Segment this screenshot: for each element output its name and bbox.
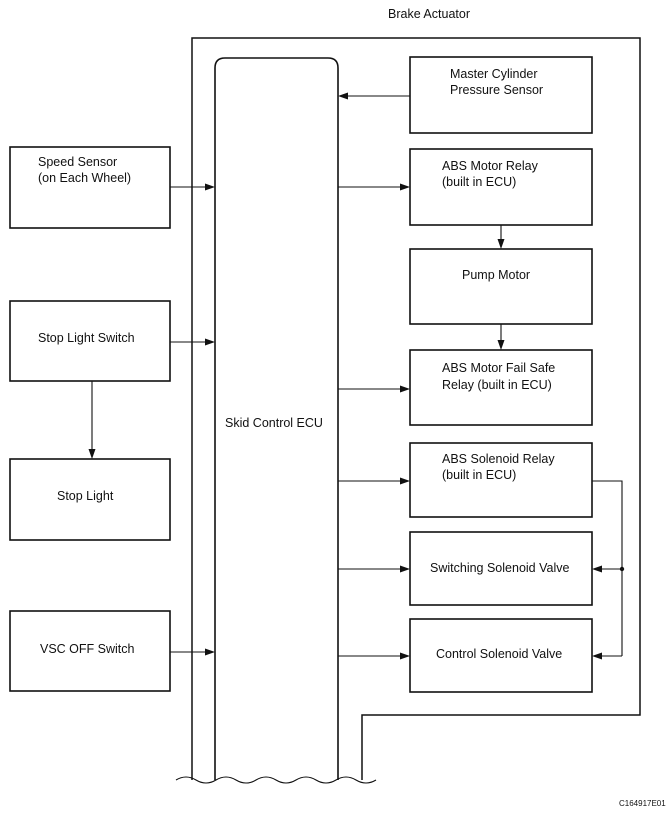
- abs-motor-fail-safe-relay-box: [409, 349, 593, 426]
- switching-solenoid-valve-label: Switching Solenoid Valve: [430, 561, 569, 575]
- solenoid-relay-bus-line: [592, 480, 623, 656]
- abs-solenoid-relay-label-line1: ABS Solenoid Relay: [442, 452, 555, 466]
- abs-solenoid-relay-label-line2: (built in ECU): [442, 468, 516, 482]
- speed-sensor-box: [9, 146, 171, 229]
- ecu-to-control-valve-arrowhead: [400, 652, 410, 660]
- master-cylinder-label-line1: Master Cylinder: [450, 67, 538, 81]
- ecu-torn-edge: [175, 776, 377, 784]
- abs-solenoid-relay-box: [409, 442, 593, 518]
- master-cylinder-sensor-block: Master Cylinder Pressure Sensor: [409, 56, 593, 134]
- control-solenoid-valve-block: Control Solenoid Valve: [409, 618, 593, 693]
- abs-motor-fail-safe-label-line1: ABS Motor Fail Safe: [442, 361, 555, 375]
- abs-motor-fail-safe-label-line2: Relay (built in ECU): [442, 378, 552, 392]
- abs-motor-fail-safe-relay-block: ABS Motor Fail Safe Relay (built in ECU): [409, 349, 593, 426]
- control-solenoid-valve-label: Control Solenoid Valve: [436, 647, 562, 661]
- stop-light-label: Stop Light: [57, 489, 114, 503]
- vsc-off-switch-to-ecu-arrowhead: [205, 648, 215, 656]
- brake-actuator-outline: [191, 37, 641, 780]
- stop-light-switch-label: Stop Light Switch: [38, 331, 135, 345]
- bus-to-control-valve-arrowhead: [592, 652, 602, 660]
- vsc-off-switch-label: VSC OFF Switch: [40, 642, 135, 656]
- stop-light-box: [9, 458, 171, 541]
- vsc-off-switch-block: VSC OFF Switch: [9, 610, 171, 692]
- ecu-to-abs-motor-relay-arrowhead: [400, 183, 410, 191]
- pump-motor-block: Pump Motor: [409, 248, 593, 325]
- diagram-title: Brake Actuator: [388, 7, 470, 21]
- master-cylinder-label-line2: Pressure Sensor: [450, 83, 543, 97]
- switching-solenoid-valve-block: Switching Solenoid Valve: [409, 531, 593, 606]
- stop-light-block: Stop Light: [9, 458, 171, 541]
- speed-sensor-label-line1: Speed Sensor: [38, 155, 117, 169]
- stop-light-switch-box: [9, 300, 171, 382]
- stop-light-switch-block: Stop Light Switch: [9, 300, 171, 382]
- abs-solenoid-relay-block: ABS Solenoid Relay (built in ECU): [409, 442, 593, 518]
- abs-motor-relay-to-pump-arrowhead: [497, 239, 505, 249]
- pump-to-fail-safe-relay-arrowhead: [497, 340, 505, 350]
- vsc-off-switch-box: [9, 610, 171, 692]
- control-solenoid-valve-box: [409, 618, 593, 693]
- abs-motor-relay-block: ABS Motor Relay (built in ECU): [409, 148, 593, 226]
- stop-light-switch-to-ecu-arrowhead: [205, 338, 215, 346]
- ecu-to-fail-safe-relay-arrowhead: [400, 385, 410, 393]
- figure-code: C164917E01: [619, 799, 666, 808]
- abs-motor-relay-label-line1: ABS Motor Relay: [442, 159, 539, 173]
- ecu-to-switching-valve-arrowhead: [400, 565, 410, 573]
- speed-sensor-to-ecu-arrowhead: [205, 183, 215, 191]
- bus-to-switching-valve-arrowhead: [592, 565, 602, 573]
- master-cylinder-sensor-box: [409, 56, 593, 134]
- speed-sensor-label-line2: (on Each Wheel): [38, 171, 131, 185]
- skid-control-ecu-box: [214, 57, 339, 780]
- pump-motor-label: Pump Motor: [462, 268, 530, 282]
- abs-motor-relay-label-line2: (built in ECU): [442, 175, 516, 189]
- skid-control-ecu-label: Skid Control ECU: [225, 416, 323, 430]
- switching-solenoid-valve-box: [409, 531, 593, 606]
- stop-light-switch-to-stop-light-arrowhead: [88, 449, 96, 459]
- master-cylinder-to-ecu-arrowhead: [338, 92, 348, 100]
- ecu-to-abs-solenoid-relay-arrowhead: [400, 477, 410, 485]
- speed-sensor-block: Speed Sensor (on Each Wheel): [9, 146, 171, 229]
- pump-motor-box: [409, 248, 593, 325]
